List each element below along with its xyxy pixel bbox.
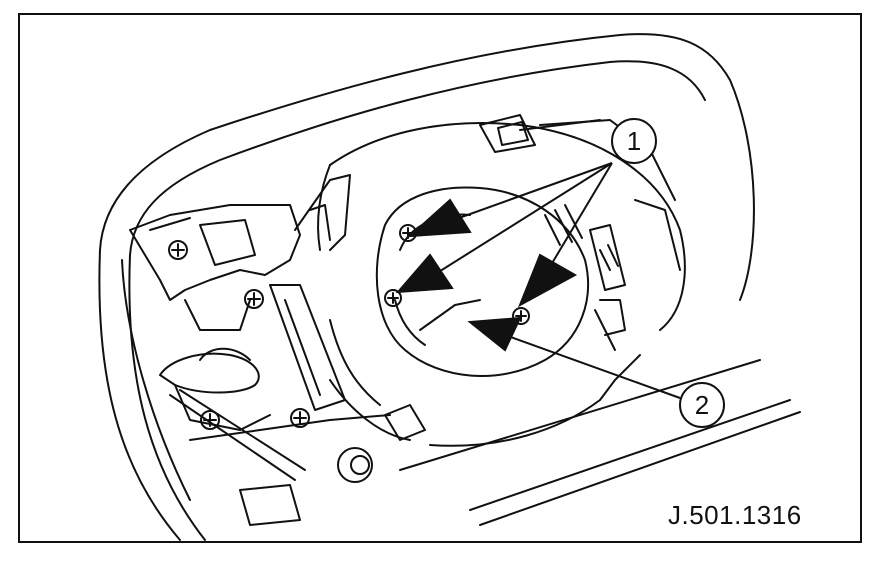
arrow-head — [395, 253, 454, 294]
callout-2-label: 2 — [695, 390, 709, 420]
arrow-head — [467, 316, 522, 352]
mirror-glass-plate — [329, 122, 686, 331]
callout-1-label: 1 — [627, 126, 641, 156]
adjustment-motor — [375, 186, 589, 377]
reference-code: J.501.1316 — [668, 500, 802, 530]
callout-2: 2 — [679, 382, 725, 428]
mirror-housing-outline — [98, 33, 755, 541]
arrow-head — [518, 253, 578, 308]
callout-1: 1 — [611, 118, 657, 164]
figure-border — [18, 13, 862, 543]
arrow-head — [407, 198, 472, 238]
